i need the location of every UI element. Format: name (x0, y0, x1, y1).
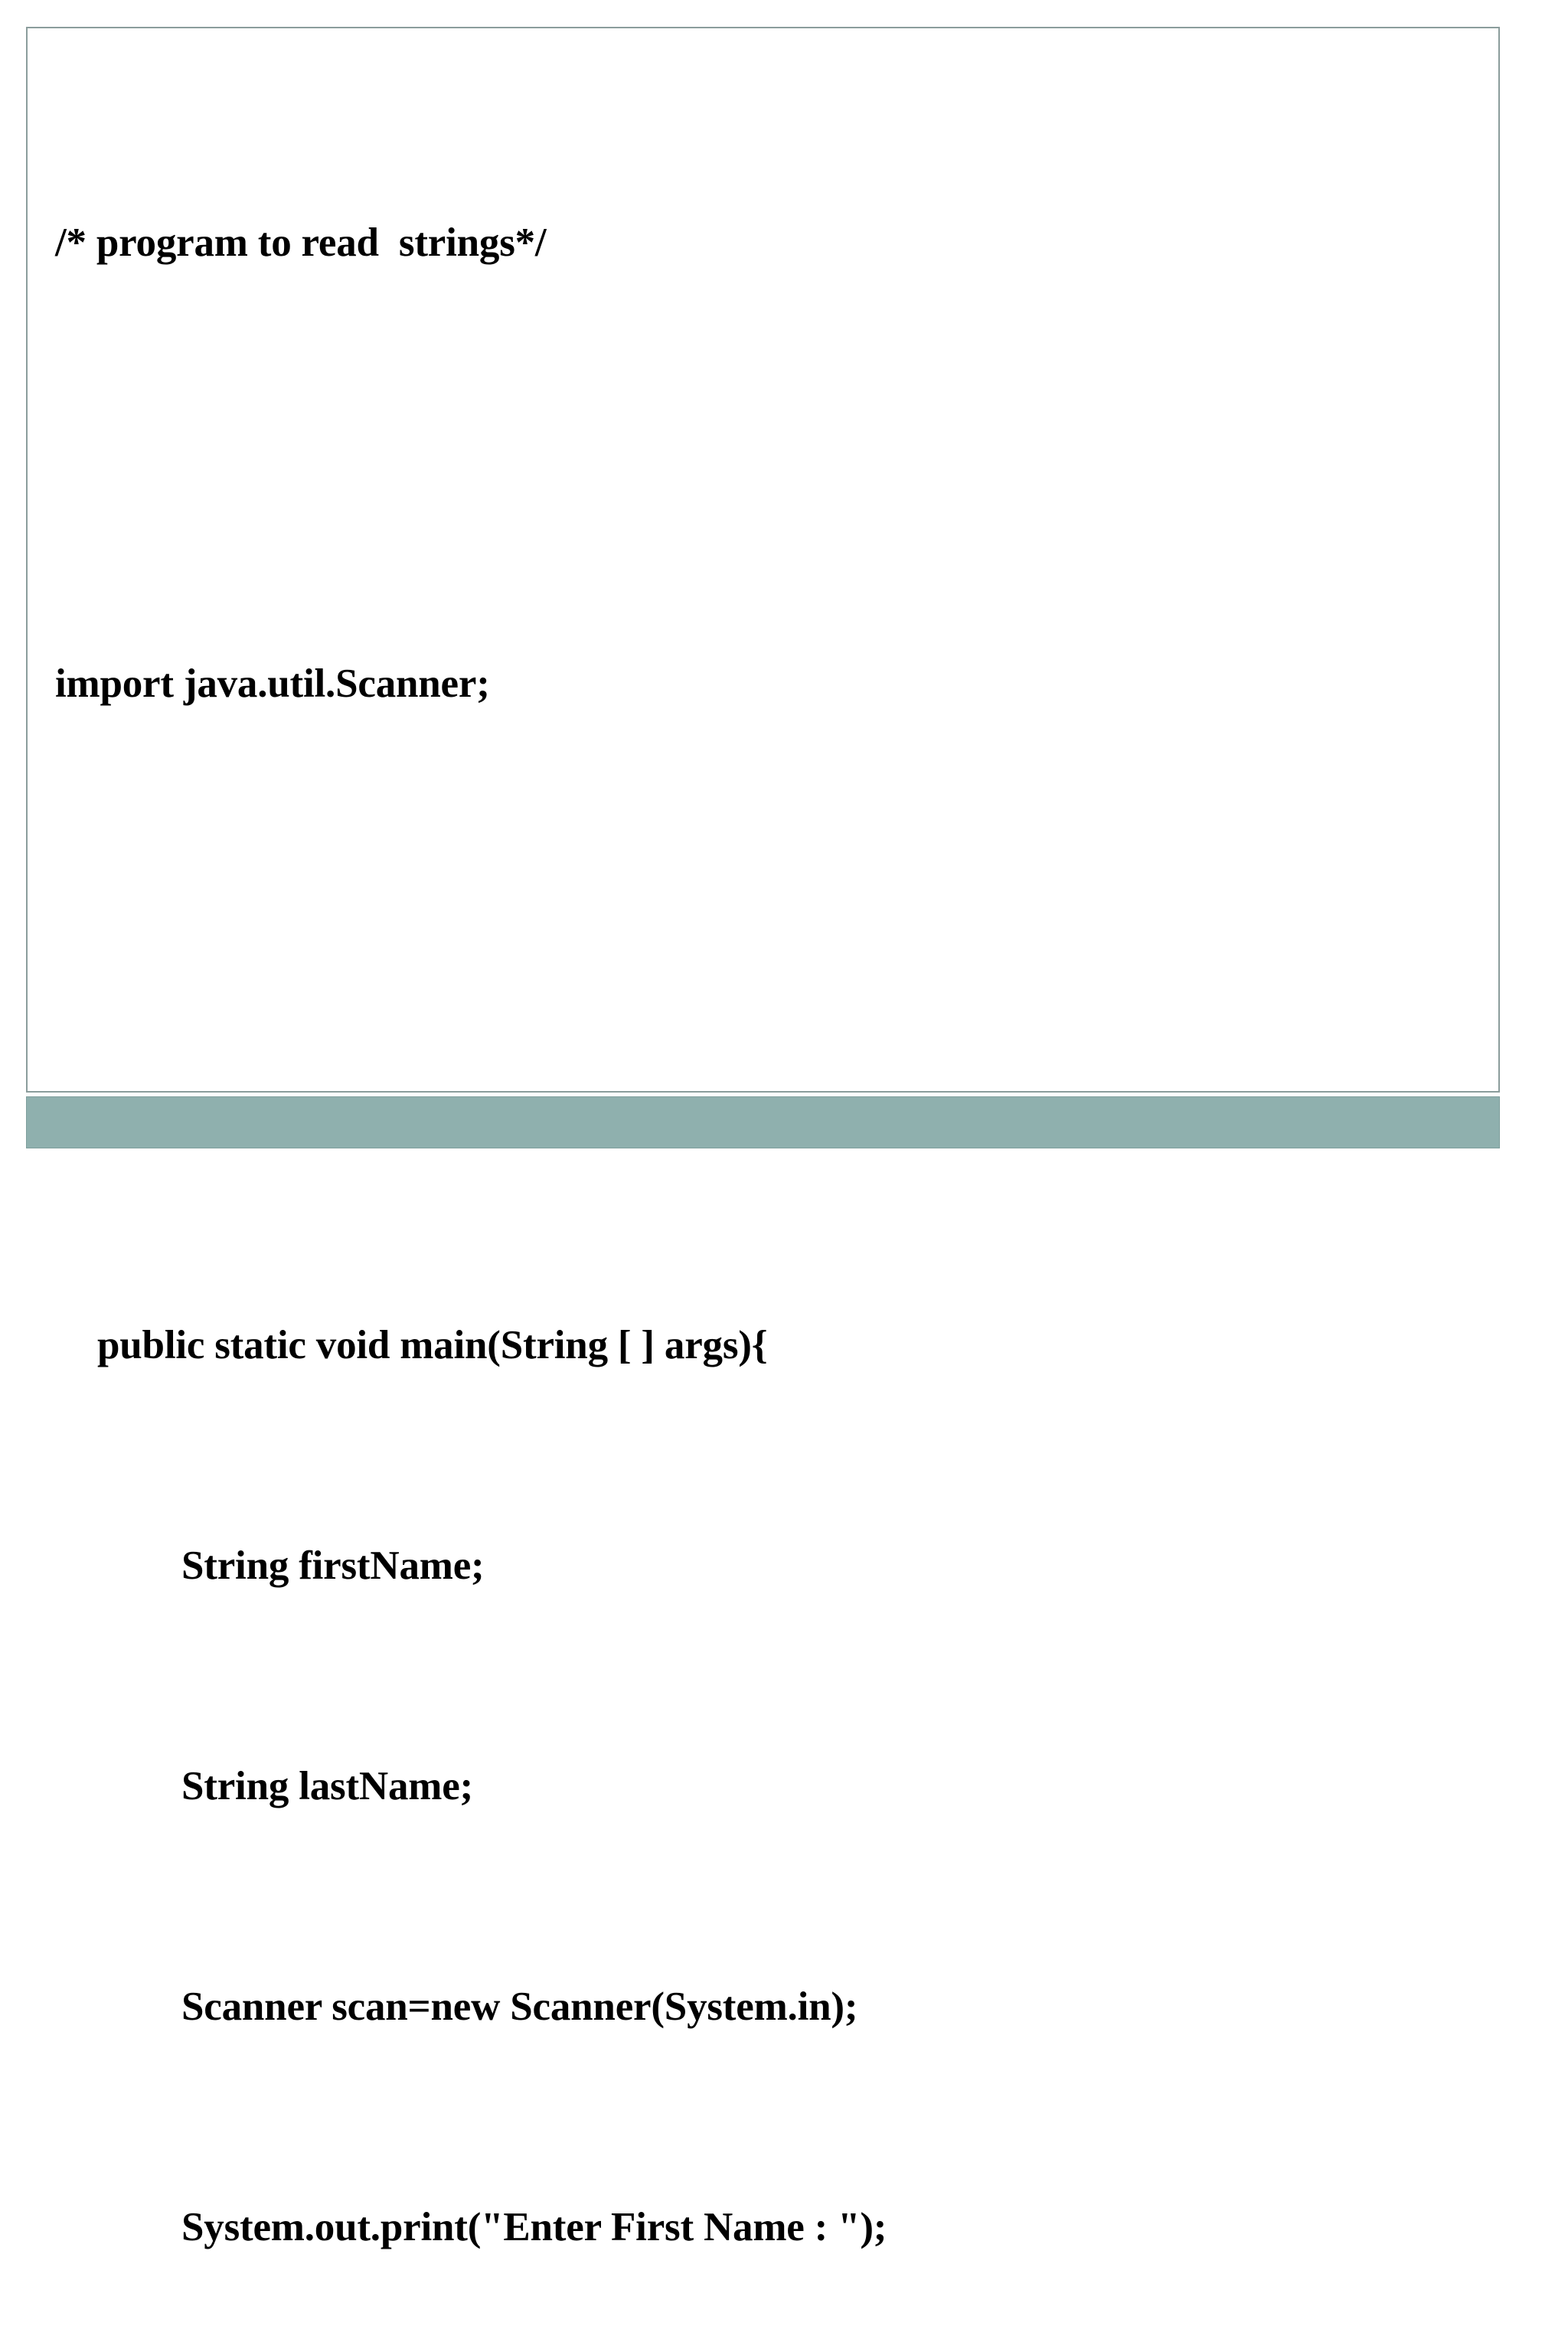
code-line-import-scanner: import java.util.Scanner; (55, 662, 490, 706)
code-line-comment-header: /* program to read strings*/ (55, 220, 547, 265)
code-line-main-method: public static void main(String [ ] args)… (97, 1323, 768, 1367)
code-line-declare-firstname: String firstName; (181, 1544, 485, 1588)
code-block: /* program to read strings*/ import java… (55, 50, 1491, 2352)
code-line-blank-1 (55, 436, 1491, 491)
content-frame: /* program to read strings*/ import java… (26, 27, 1500, 2249)
slide: /* program to read strings*/ import java… (26, 27, 1500, 2249)
code-line-declare-lastname: String lastName; (181, 1764, 473, 1808)
code-line-new-scanner: Scanner scan=new Scanner(System.in); (181, 1984, 858, 2029)
code-line-blank-2 (55, 877, 1491, 932)
code-line-prompt-first-name: System.out.print("Enter First Name : "); (181, 2205, 887, 2249)
footer-accent-bar (26, 1096, 1500, 1148)
